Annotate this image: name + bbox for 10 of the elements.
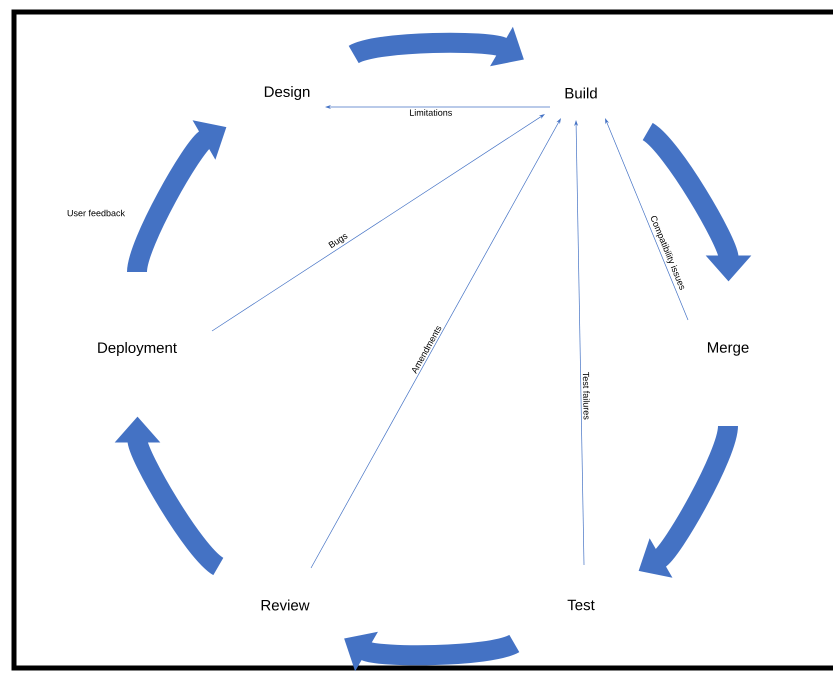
step-label: Review [262, 600, 310, 610]
step-label: Merge [708, 342, 749, 356]
step-label: Build [566, 88, 597, 98]
edge-label: Bugs [328, 234, 348, 248]
edge-label: User feedback [68, 210, 126, 216]
edge-label: Test failures [582, 372, 590, 420]
step-label: Design [264, 86, 310, 100]
step-label: Deployment [98, 342, 177, 356]
edge-label: Limitations [410, 109, 452, 116]
step-label: Test [568, 600, 595, 610]
